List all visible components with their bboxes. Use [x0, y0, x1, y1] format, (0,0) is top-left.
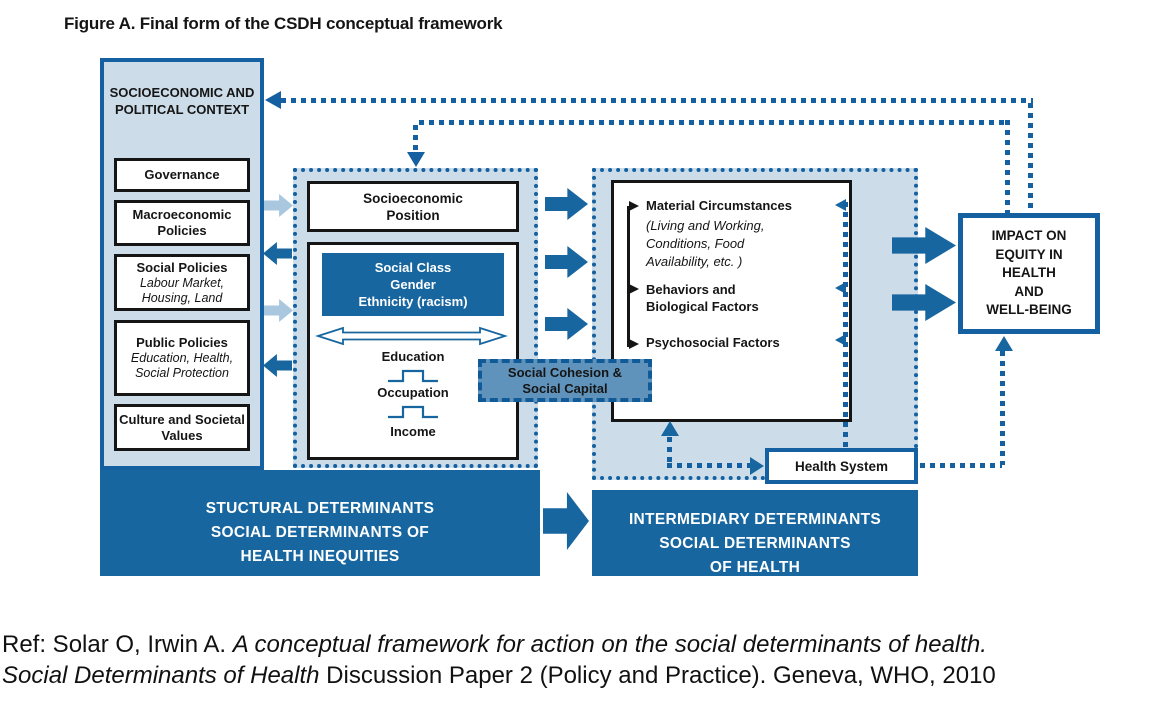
left-arrow-icon [263, 242, 292, 265]
right-arrow-icon [545, 246, 588, 278]
intermediary-bar-line3: OF HEALTH [709, 559, 801, 576]
reference-line2-italic: Social Determinants of Health [2, 661, 320, 689]
left-arrowhead-icon [835, 199, 846, 211]
social-class-line2: Gender [390, 277, 436, 292]
impact-line2: EQUITY IN [995, 246, 1063, 262]
left-arrow-icon [263, 354, 292, 377]
social-class-line3: Ethnicity (racism) [358, 294, 468, 309]
psychosocial-label: Psychosocial Factors [646, 335, 780, 350]
reference-line2-normal: Discussion Paper 2 (Policy and Practice)… [319, 661, 996, 689]
mc-sub-line2: Conditions, Food [646, 236, 745, 251]
education-label: Education [381, 349, 445, 364]
reference-text: Ref: Solar O, Irwin A. A conceptual fram… [2, 630, 1151, 691]
macroeconomic-policies-label: Macroeconomic Policies [132, 207, 232, 238]
dotted-line-vertical [1005, 120, 1010, 213]
impact-box: IMPACT ON EQUITY IN HEALTH AND WELL-BEIN… [958, 213, 1100, 334]
socioeconomic-position-box: Socioeconomic Position [307, 181, 519, 232]
reference-line1-italic: A conceptual framework for action on the… [232, 631, 987, 658]
intermediary-bar-line1: INTERMEDIARY DETERMINANTS [628, 511, 882, 528]
dotted-line-vertical [667, 437, 672, 463]
right-arrow-icon [545, 308, 588, 340]
occupation-label: Occupation [377, 385, 449, 400]
social-policies-subtitle: Labour Market, Housing, Land [139, 275, 225, 305]
structural-determinants-bar: STUCTURAL DETERMINANTS SOCIAL DETERMINAN… [100, 470, 540, 576]
right-arrow-icon [264, 194, 293, 217]
right-arrowhead-icon [750, 457, 764, 475]
social-cohesion-line2: Social Capital [522, 380, 608, 396]
left-arrowhead-icon [265, 91, 281, 109]
culture-values-label: Culture and Societal Values [119, 411, 245, 443]
dotted-line-vertical [1028, 103, 1033, 213]
up-arrowhead-icon [661, 421, 679, 436]
health-system-box: Health System [765, 448, 918, 484]
behaviors-line2: Biological Factors [646, 299, 759, 314]
figure-title: Figure A. Final form of the CSDH concept… [64, 14, 503, 33]
left-arrowhead-icon [835, 282, 846, 294]
culture-values-box: Culture and Societal Values [114, 404, 250, 451]
public-policies-subtitle: Education, Health, Social Protection [130, 351, 234, 380]
social-class-box: Social Class Gender Ethnicity (racism) [322, 253, 504, 316]
reference-line2: Social Determinants of Health Discussion… [2, 661, 1151, 692]
dotted-line-horizontal [281, 98, 1033, 103]
dotted-line-horizontal [920, 463, 1002, 468]
context-panel-heading: SOCIOECONOMIC AND POLITICAL CONTEXT [109, 85, 255, 117]
social-policies-box: Social Policies Labour Market, Housing, … [114, 254, 250, 311]
right-arrow-icon [543, 492, 589, 550]
bidirectional-arrow-icon [315, 326, 508, 346]
public-policies-label: Public Policies [136, 335, 228, 350]
down-arrowhead-icon [407, 152, 425, 167]
left-arrowhead-icon [835, 334, 846, 346]
behaviors-label: Behaviors and Biological Factors [646, 281, 836, 315]
structural-bar-line3: HEALTH INEQUITIES [240, 548, 400, 565]
structural-bar-line2: SOCIAL DETERMINANTS OF [210, 524, 430, 541]
sep-line2: Position [386, 207, 440, 223]
up-arrowhead-icon [995, 336, 1013, 351]
right-arrowhead-icon [629, 284, 639, 294]
intermediary-determinants-bar: INTERMEDIARY DETERMINANTS SOCIAL DETERMI… [592, 490, 918, 576]
dotted-line-horizontal [667, 463, 750, 468]
dotted-line-vertical [843, 202, 848, 448]
material-circumstances-label: Material Circumstances [646, 198, 792, 213]
social-cohesion-line1: Social Cohesion & [507, 364, 623, 380]
sep-line1: Socioeconomic [363, 190, 463, 206]
bracket-connector-line [627, 206, 630, 347]
impact-line3: HEALTH [1002, 265, 1056, 281]
ladder-step-icon [388, 405, 438, 419]
impact-line1: IMPACT ON [991, 228, 1067, 244]
behaviors-line1: Behaviors and [646, 282, 736, 297]
right-arrow-icon [264, 299, 293, 322]
dotted-line-horizontal [419, 120, 1007, 125]
governance-label: Governance [144, 167, 220, 182]
impact-line5: WELL-BEING [986, 302, 1072, 318]
dotted-line-vertical [1000, 351, 1005, 465]
income-label: Income [390, 424, 436, 439]
mc-sub-line3: Availability, etc. ) [646, 254, 743, 269]
impact-line4: AND [1014, 283, 1044, 299]
dotted-line-vertical [413, 125, 418, 152]
social-class-line1: Social Class [374, 260, 452, 275]
social-policies-label: Social Policies [136, 259, 228, 275]
governance-box: Governance [114, 158, 250, 192]
reference-line1-normal: Ref: Solar O, Irwin A. [2, 631, 233, 658]
intermediary-bar-line2: SOCIAL DETERMINANTS [659, 535, 851, 552]
right-arrowhead-icon [629, 201, 639, 211]
reference-line1: Ref: Solar O, Irwin A. A conceptual fram… [2, 630, 1151, 661]
structural-bar-line1: STUCTURAL DETERMINANTS [205, 500, 435, 517]
social-cohesion-box: Social Cohesion & Social Capital [478, 359, 652, 402]
mc-sub-line1: (Living and Working, [646, 218, 765, 233]
public-policies-box: Public Policies Education, Health, Socia… [114, 320, 250, 396]
right-arrowhead-icon [629, 339, 639, 349]
material-circumstances-subtitle: (Living and Working, Conditions, Food Av… [646, 217, 836, 271]
ladder-step-icon [388, 369, 438, 383]
macroeconomic-policies-box: Macroeconomic Policies [114, 200, 250, 246]
right-arrow-icon [545, 188, 588, 220]
